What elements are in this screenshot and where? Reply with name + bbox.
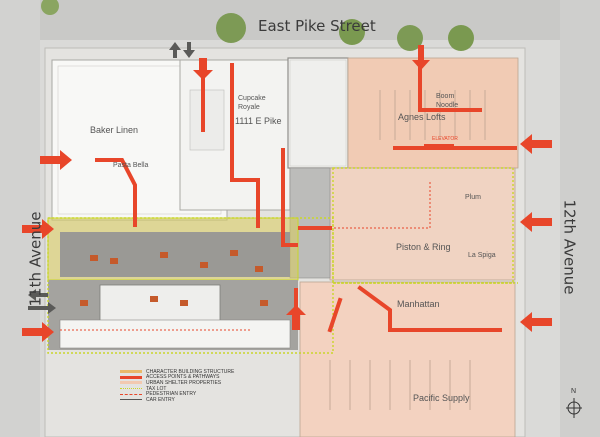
street-label-north: East Pike Street [258, 17, 376, 35]
pedestrian-entry-arrow [520, 312, 552, 332]
building-label-la-spiga: La Spiga [468, 252, 496, 259]
car-entry-arrow [169, 42, 181, 58]
east-street-band [560, 0, 600, 437]
pedestrian-entry-arrow [520, 212, 552, 232]
legend-label: URBAN SHELTER PROPERTIES [146, 379, 222, 386]
north-street-band [0, 0, 600, 40]
pedestrian-entry-arrow [193, 58, 213, 80]
legend-swatch [120, 370, 142, 374]
legend-label: PEDESTRIAN ENTRY [146, 391, 197, 398]
car-entry-arrow [183, 42, 195, 58]
north-arrow: N [566, 388, 586, 418]
tree [41, 0, 59, 15]
tree [397, 25, 423, 51]
elevator-label: ELEVATOR [432, 136, 458, 142]
north-label: N [571, 388, 577, 395]
legend-item: ACCESS POINTS & PATHWAYS [120, 374, 234, 381]
car-entry-arrow [28, 289, 48, 301]
property-piston-ring [329, 167, 516, 281]
building-label-boom-noodle: Boom Noodle [436, 93, 459, 109]
street-label-east: 12th Avenue [560, 199, 579, 295]
tower-roof [289, 59, 347, 167]
pedestrian-entry-arrow [286, 305, 306, 330]
pedestrian-entry-arrow [22, 322, 54, 342]
legend-label: ACCESS POINTS & PATHWAYS [146, 374, 220, 381]
building-label-pacific-supply: Pacific Supply [413, 393, 470, 403]
legend-swatch [120, 381, 142, 385]
pedestrian-route [60, 180, 431, 331]
tree [216, 13, 246, 43]
legend-label: TAX LOT [146, 385, 167, 392]
building-tower [287, 57, 349, 169]
car-entry-arrow [28, 302, 56, 314]
entry-arrows [22, 45, 552, 342]
interior-floor [60, 232, 290, 277]
building-label-baker-linen: Baker Linen [90, 125, 139, 135]
street-trees [41, 0, 474, 51]
west-street-band [0, 0, 40, 437]
elevator-marker [424, 144, 454, 150]
building-label-plum: Plum [465, 194, 481, 201]
building-label-agnes-lofts: Agnes Lofts [398, 112, 446, 122]
legend-item: PEDESTRIAN ENTRY [120, 391, 234, 397]
access-pathways [95, 58, 517, 333]
building-label-manhattan: Manhattan [397, 299, 440, 309]
legend-label: CAR ENTRY [146, 396, 175, 403]
legend-label: CHARACTER BUILDING STRUCTURE [146, 368, 235, 375]
legend-swatch [120, 399, 142, 401]
compass-icon [566, 398, 582, 418]
tree [339, 19, 365, 45]
legend-item: CAR ENTRY [120, 397, 234, 403]
legend: CHARACTER BUILDING STRUCTURE ACCESS POIN… [120, 369, 234, 403]
roof-texture [329, 90, 486, 410]
car-entry-arrows [28, 42, 195, 314]
legend-swatch [120, 375, 142, 379]
lower-deck [59, 319, 291, 349]
legend-swatch [120, 388, 142, 390]
pedestrian-entry-arrow [412, 45, 430, 70]
street-label-west: 11th Avenue [26, 211, 45, 307]
pedestrian-entry-arrow [520, 134, 552, 154]
legend-item: URBAN SHELTER PROPERTIES [120, 380, 234, 386]
legend-item: TAX LOT [120, 386, 234, 392]
legend-swatch [120, 393, 142, 395]
tree [448, 25, 474, 51]
tax-lot-lines [47, 167, 518, 354]
building-label-cupcake-royale: Cupcake Royale [238, 95, 266, 111]
atrium [99, 284, 221, 326]
building-label-pasta-bella: Pasta Bella [113, 162, 149, 169]
furniture [80, 250, 268, 306]
pedestrian-entry-arrow [22, 219, 54, 239]
light-well [189, 89, 225, 151]
building-label-piston-ring: Piston & Ring [396, 242, 451, 252]
building-label-1111-e-pike: 1111 E Pike [235, 116, 282, 126]
pedestrian-entry-arrow [40, 150, 72, 170]
legend-item: CHARACTER BUILDING STRUCTURE [120, 369, 234, 375]
